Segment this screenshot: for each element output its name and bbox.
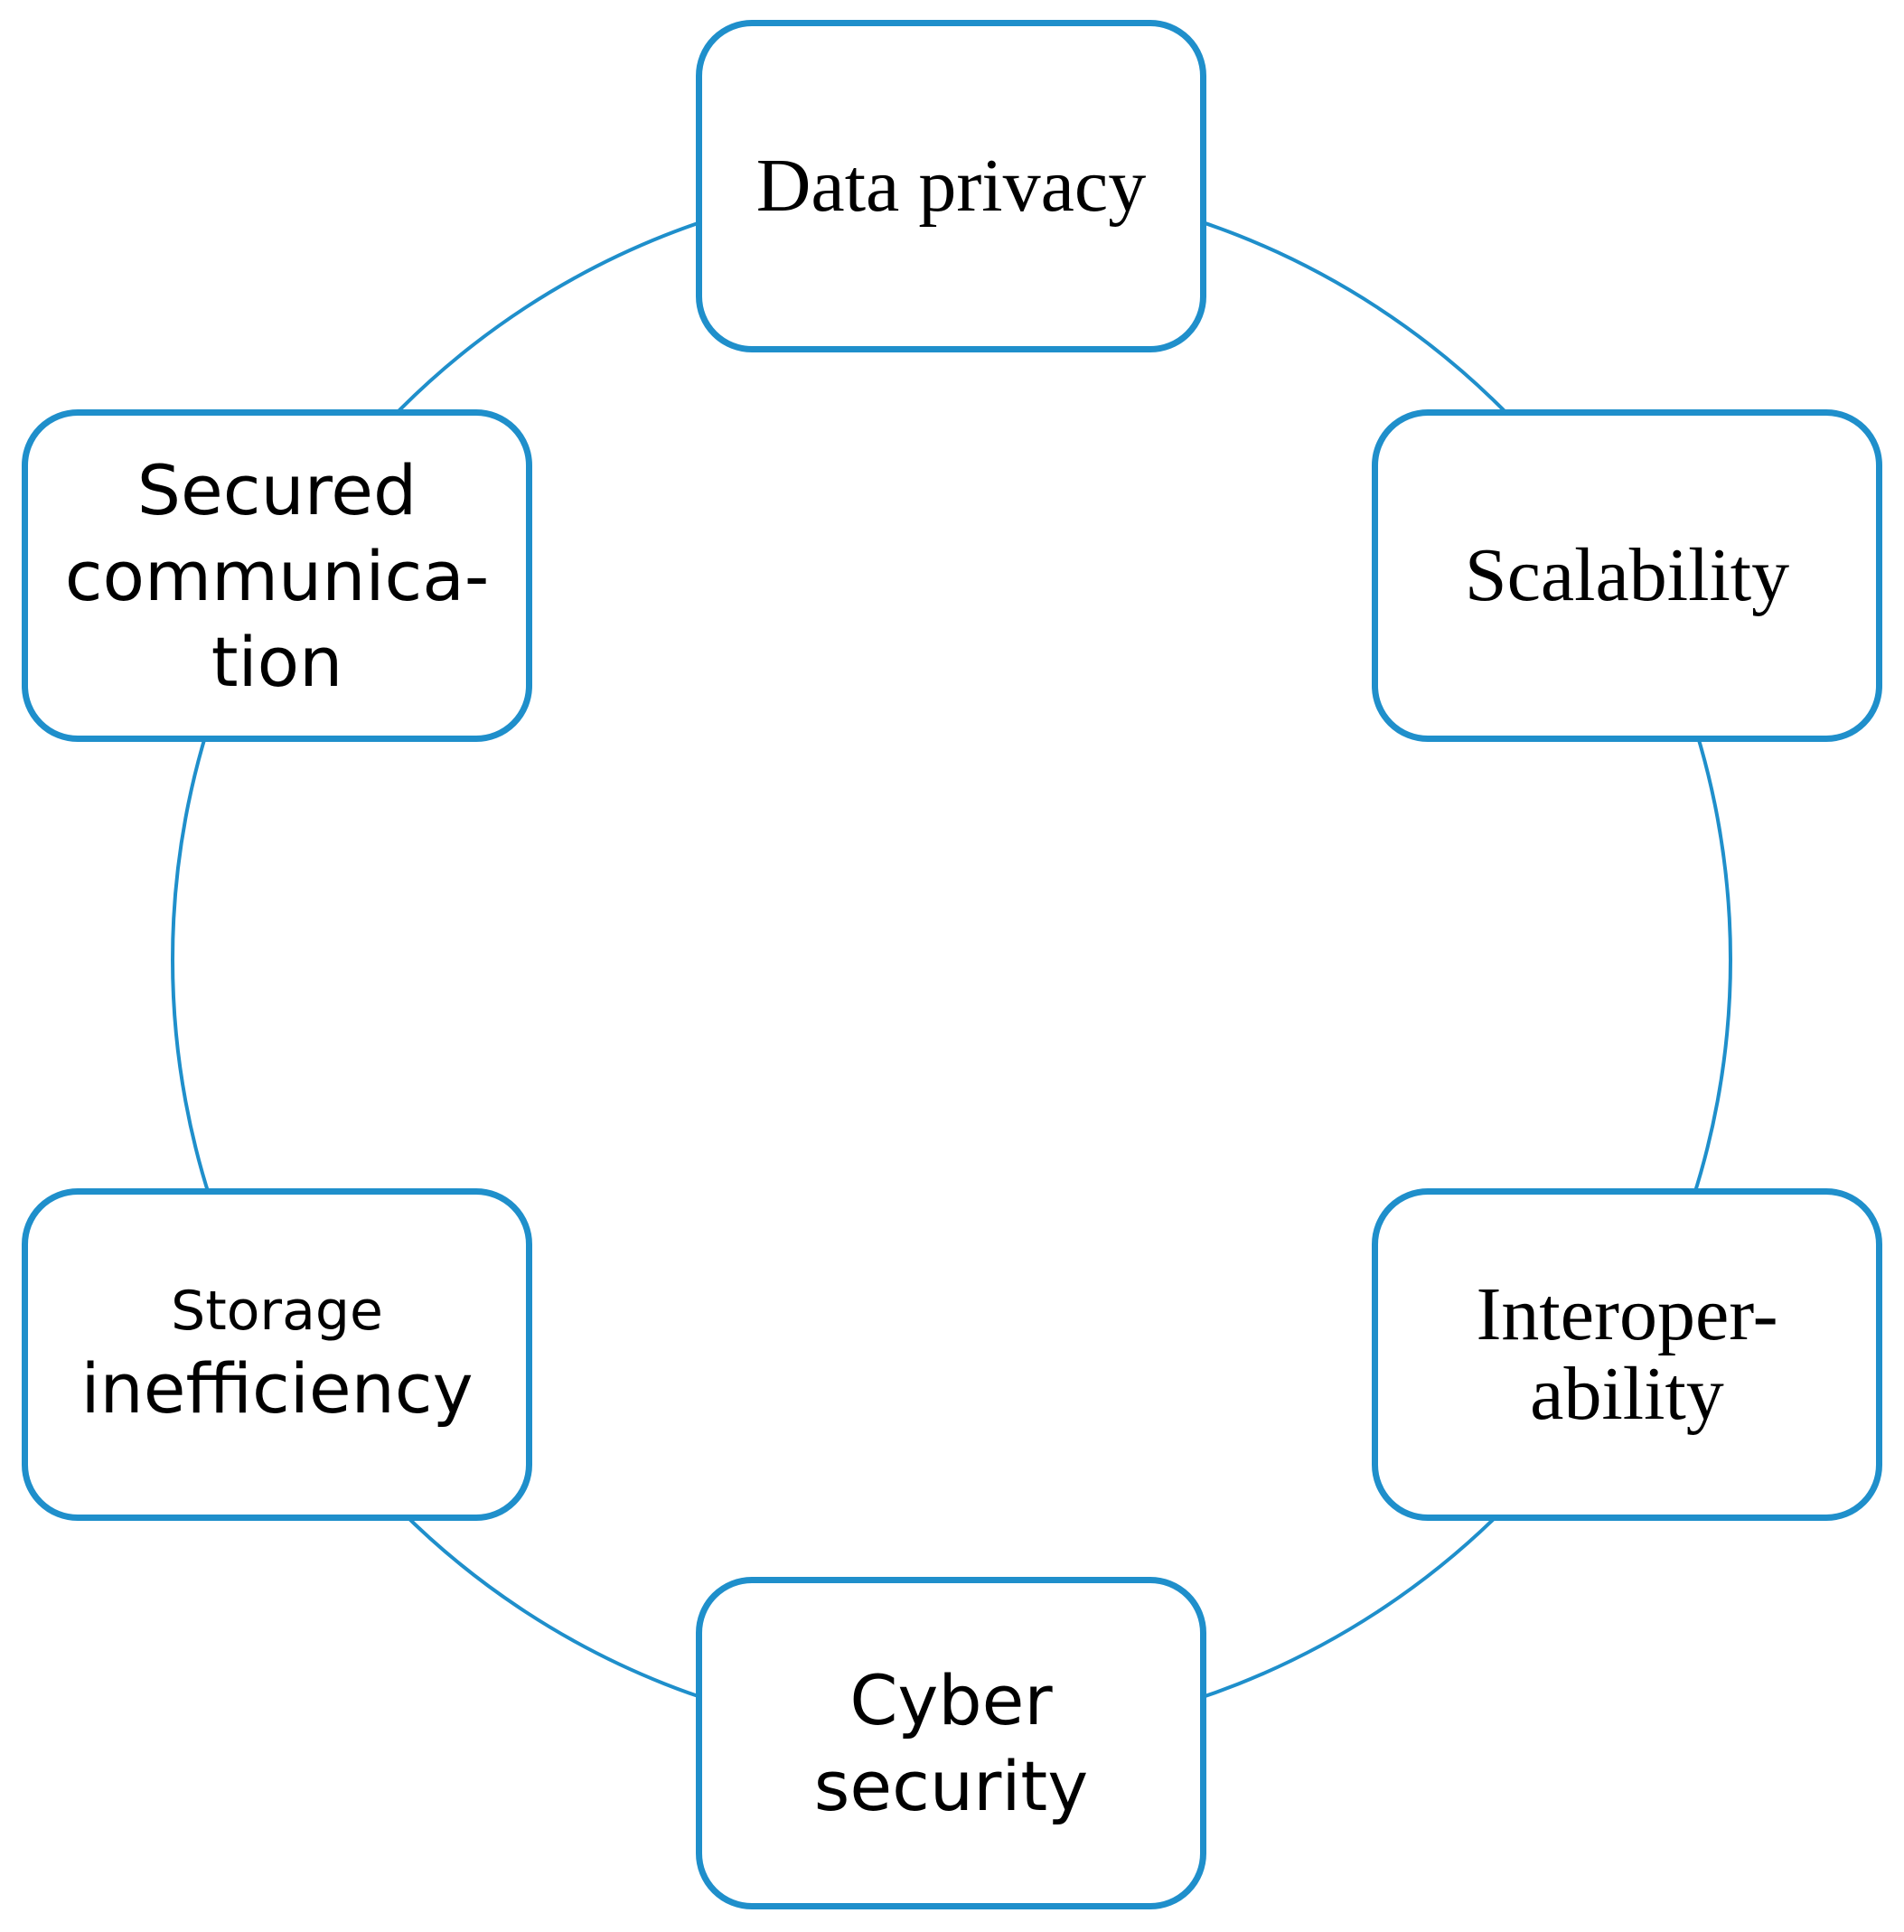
node-storage-inefficiency: Storage inefficiency xyxy=(22,1188,532,1521)
node-scalability-label: Scalability xyxy=(1464,532,1790,617)
node-storage-inefficiency-label-line-1: Storage xyxy=(171,1280,383,1343)
node-interoperability: Interoper- ability xyxy=(1372,1188,1882,1521)
node-scalability: Scalability xyxy=(1372,409,1882,742)
node-data-privacy-label: Data privacy xyxy=(755,143,1147,228)
node-secured-communication: Secured communica- tion xyxy=(22,409,532,742)
node-interoperability-label-line-2: ability xyxy=(1530,1352,1724,1436)
node-secured-communication-label-line-1: Secured xyxy=(136,449,417,530)
node-cyber-security: Cyber security xyxy=(696,1577,1206,1909)
node-storage-inefficiency-label-line-2: inefficiency xyxy=(80,1348,474,1429)
node-interoperability-label-line-1: Interoper- xyxy=(1476,1271,1778,1356)
node-secured-communication-label-line-2: communica- xyxy=(64,535,490,616)
node-cyber-security-label-line-2: security xyxy=(813,1746,1089,1826)
node-secured-communication-label-line-3: tion xyxy=(211,621,343,702)
node-data-privacy: Data privacy xyxy=(696,20,1206,352)
node-cyber-security-label-line-1: Cyber xyxy=(849,1660,1053,1740)
